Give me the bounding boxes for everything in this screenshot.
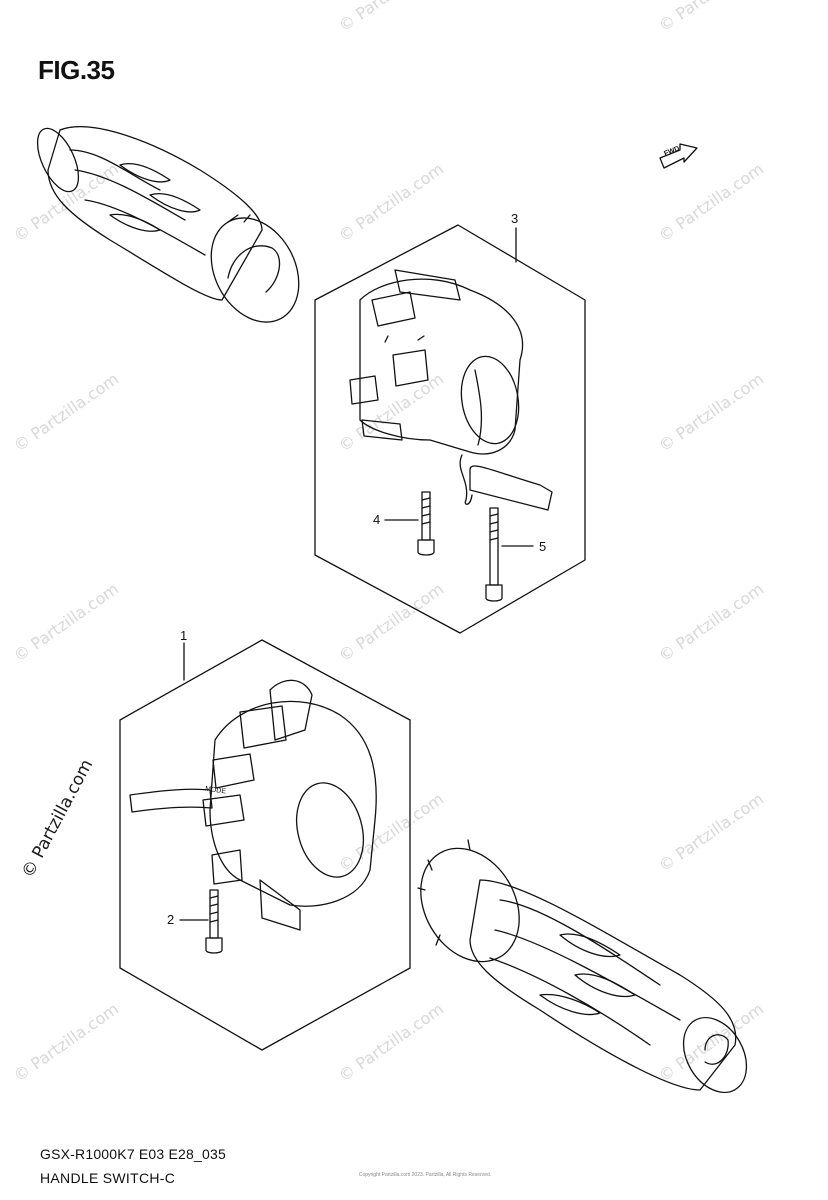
copyright-notice: Copyright Partzilla.com 2023. Partzilla,… [358,1172,492,1178]
diagram-caption: HANDLE SWITCH-C [40,1170,176,1186]
assembly-frame-3 [314,224,586,634]
right-switch-housing [349,269,553,511]
screw-2 [205,889,223,954]
callout-5: 5 [539,539,547,554]
left-switch-housing [129,679,377,931]
left-grip [36,126,300,323]
right-grip [417,839,748,1094]
figure-title: FIG.35 [38,55,115,85]
diagram-code: GSX-R1000K7 E03 E28_035 [40,1146,226,1162]
screw-5 [485,507,503,602]
callout-2: 2 [167,912,175,927]
assembly-frame-1 [119,639,411,1051]
callout-1: 1 [180,628,188,643]
callout-4: 4 [373,512,381,527]
forward-arrow-icon [659,143,698,169]
screw-4 [417,491,435,556]
callout-3: 3 [511,211,519,226]
